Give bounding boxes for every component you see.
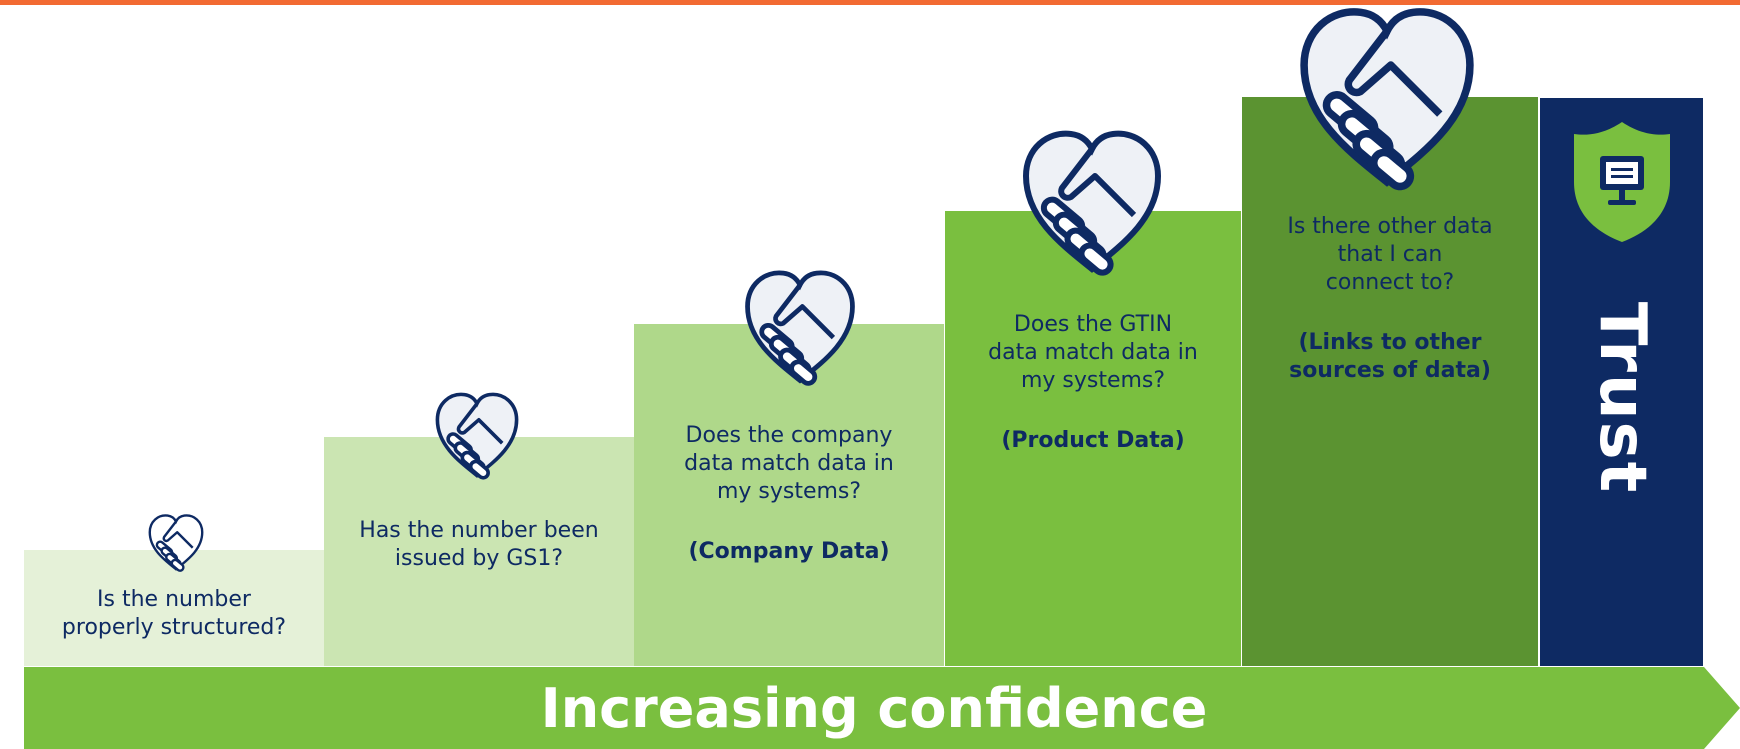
step-2-box: Has the number been issued by GS1? [324, 392, 634, 666]
handshake-heart-icon [1300, 8, 1474, 191]
handshake-heart-icon [745, 270, 855, 386]
trust-column: Trust [1540, 98, 1703, 666]
arrow-label: Increasing confidence [540, 677, 1208, 740]
step-5-question: Is there other data that I can connect t… [1287, 214, 1493, 295]
step-4-question: Does the GTIN data match data in my syst… [988, 312, 1198, 393]
step-3-box: Does the company data match data in my s… [634, 270, 944, 666]
step-1-box: Is the number properly structured? [24, 514, 324, 666]
trust-label: Trust [1584, 301, 1659, 495]
top-accent-bar [0, 0, 1740, 5]
step-4-box: Does the GTIN data match data in my syst… [945, 130, 1241, 666]
step-5-subtitle: (Links to other sources of data) [1289, 330, 1491, 383]
handshake-heart-icon [148, 514, 204, 572]
step-3-question: Does the company data match data in my s… [684, 423, 894, 504]
step-2-question: Has the number been issued by GS1? [359, 518, 599, 571]
step-3-subtitle: (Company Data) [688, 539, 890, 564]
increasing-confidence-arrow [24, 667, 1740, 749]
step-5-box: Is there other data that I can connect t… [1242, 8, 1538, 666]
handshake-heart-icon [1022, 130, 1162, 276]
shield-monitor-icon [1574, 122, 1670, 242]
handshake-heart-icon [435, 392, 519, 480]
step-4-subtitle: (Product Data) [1001, 428, 1185, 453]
step-1-question: Is the number properly structured? [61, 587, 287, 640]
